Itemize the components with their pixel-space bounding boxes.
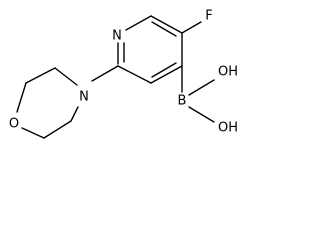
bond-c4-c3-double — [151, 62, 177, 78]
bond-c3-c2 — [117, 65, 152, 84]
morpholine-ring — [16, 67, 79, 139]
bond-c6-c5 — [150, 15, 183, 34]
bond-mn-ca — [54, 67, 78, 86]
bond-ca-cb — [25, 67, 56, 84]
hydroxyl-top-label: OH — [218, 65, 238, 80]
bond-c6-c5-double — [151, 21, 177, 37]
bond-cc-cd — [43, 120, 72, 139]
bond-b-oh-bottom — [188, 106, 215, 123]
bond-c4-c3 — [150, 65, 183, 84]
hydroxyl-bottom-label: OH — [218, 121, 238, 136]
substituent-bonds — [91, 21, 215, 123]
pyridine-ring — [117, 15, 183, 84]
bond-n1-c6 — [125, 15, 152, 31]
bond-cb-o — [16, 82, 27, 113]
bond-c2-morpholine-n — [91, 65, 119, 82]
bond-c5-f — [181, 21, 202, 34]
morpholine-nitrogen-label: N — [79, 90, 89, 105]
morpholine-oxygen-label: O — [9, 117, 19, 132]
bond-cd-mn — [70, 106, 79, 122]
atom-labels: N F B OH OH N O — [9, 9, 238, 136]
bond-b-oh-top — [188, 79, 215, 96]
fluorine-label: F — [205, 9, 212, 24]
chemical-structure-diagram: N F B OH OH N O — [9, 9, 238, 139]
ring-nitrogen-label: N — [112, 29, 122, 44]
boron-label: B — [178, 94, 187, 109]
bond-o-cc — [21, 127, 45, 139]
